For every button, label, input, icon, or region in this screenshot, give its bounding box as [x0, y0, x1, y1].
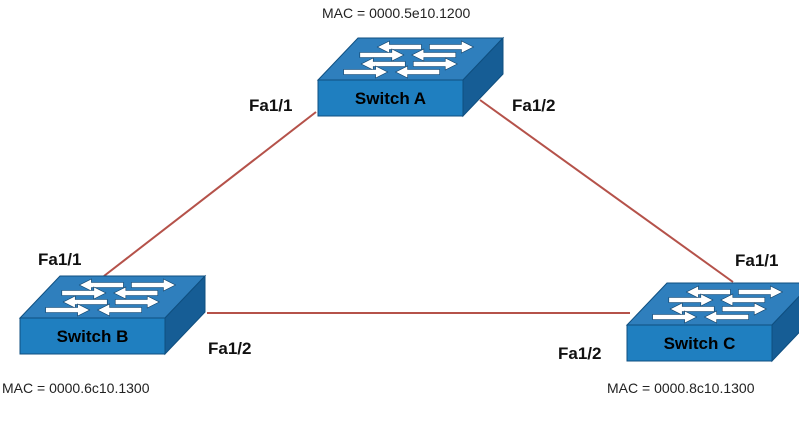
arrow-left-icon: [62, 295, 108, 309]
switch-front-face: [19, 317, 166, 355]
arrow-left-icon: [703, 310, 749, 324]
link-switch-a-to-switch-b: [103, 111, 317, 277]
switch-a-port-fa12-label: Fa1/2: [512, 96, 556, 115]
arrow-right-icon: [61, 286, 107, 300]
switch-b-port-fa11-label: Fa1/1: [38, 250, 82, 269]
switch-a-mac-label: MAC = 0000.5e10.1200: [322, 5, 471, 21]
switch-icon: [18, 274, 207, 356]
arrow-right-icon: [652, 310, 698, 324]
switch-c-name-label: Switch C: [664, 334, 736, 353]
arrow-left-icon: [113, 286, 159, 300]
arrow-left-icon: [720, 293, 766, 307]
switch-icon: [316, 36, 505, 118]
switch-b: Switch B: [18, 274, 207, 356]
arrow-left-icon: [96, 303, 142, 317]
arrow-right-icon: [668, 293, 714, 307]
arrow-right-icon: [738, 285, 784, 299]
switch-a-port-fa11-label: Fa1/1: [249, 96, 293, 115]
arrow-left-icon: [394, 65, 440, 79]
switch-b-name-label: Switch B: [57, 327, 129, 346]
arrow-right-icon: [45, 303, 91, 317]
arrow-right-icon: [412, 57, 458, 71]
arrow-left-icon: [78, 278, 124, 292]
switch-a-name-label: Switch A: [355, 89, 426, 108]
arrow-left-icon: [376, 40, 422, 54]
arrow-left-icon: [360, 57, 406, 71]
arrow-left-icon: [685, 285, 731, 299]
link-switch-a-to-switch-c: [479, 99, 734, 283]
switch-b-port-fa12-label: Fa1/2: [208, 339, 252, 358]
arrow-right-icon: [429, 40, 475, 54]
links-layer: [103, 99, 734, 314]
arrow-left-icon: [669, 302, 715, 316]
arrow-right-icon: [359, 48, 405, 62]
arrow-right-icon: [721, 302, 767, 316]
switch-front-face: [317, 79, 464, 117]
switches-layer: Switch A Switch B Switch C: [18, 36, 799, 363]
switch-front-face: [626, 324, 773, 362]
switch-c-mac-label: MAC = 0000.8c10.1300: [607, 380, 755, 396]
arrow-right-icon: [343, 65, 389, 79]
arrow-left-icon: [411, 48, 457, 62]
switch-icon: [625, 282, 799, 363]
switch-c-port-fa11-label: Fa1/1: [735, 251, 779, 270]
arrow-right-icon: [114, 295, 160, 309]
arrow-right-icon: [131, 278, 177, 292]
switch-a: Switch A: [316, 36, 505, 118]
switch-c: Switch C: [625, 282, 799, 363]
switch-b-mac-label: MAC = 0000.6c10.1300: [2, 380, 150, 396]
switch-c-port-fa12-label: Fa1/2: [558, 344, 602, 363]
